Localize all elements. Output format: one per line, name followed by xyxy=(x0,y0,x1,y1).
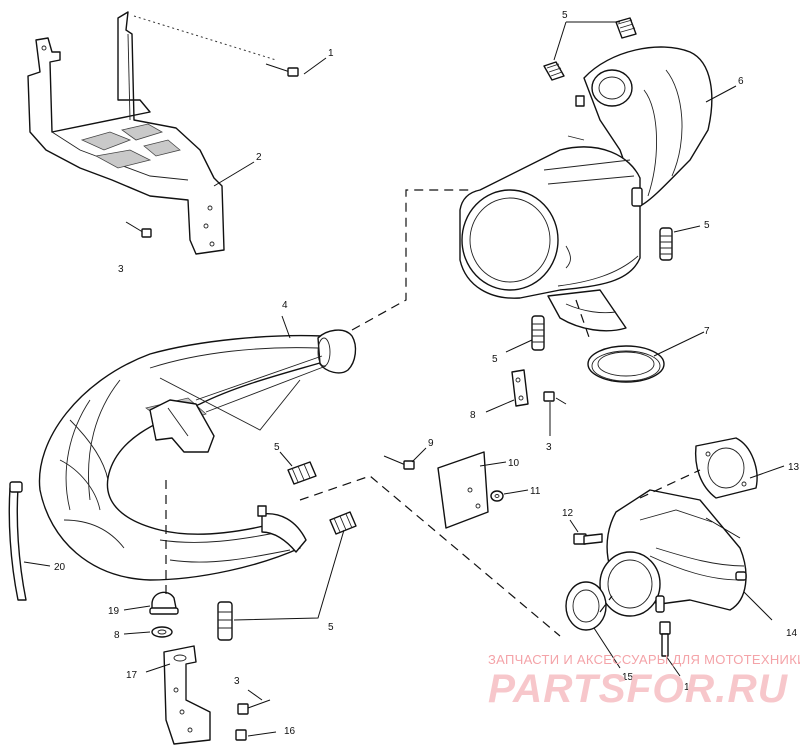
spring-pipe-3 xyxy=(217,601,233,641)
spring-right xyxy=(659,225,701,261)
bolt-3-left xyxy=(125,221,152,238)
watermark: ЗАПЧАСТИ И АКСЕССУАРЫ ДЛЯ МОТОТЕХНИКИ PA… xyxy=(488,652,800,711)
watermark-tagline: ЗАПЧАСТИ И АКСЕССУАРЫ ДЛЯ МОТОТЕХНИКИ xyxy=(488,652,800,667)
watermark-brand: PARTSFOR.RU xyxy=(488,667,788,711)
callout-10: 10 xyxy=(508,458,520,469)
callout-labels: 1 2 3 4 5 6 5 5 7 8 3 9 5 10 11 13 12 20… xyxy=(54,10,800,737)
callout-19: 19 xyxy=(108,606,120,617)
spring-top-1 xyxy=(543,61,565,81)
dash-coupler xyxy=(599,595,613,613)
gasket-13 xyxy=(694,437,785,499)
rubber-cap-19 xyxy=(123,591,179,615)
support-bracket-17 xyxy=(145,645,211,745)
heat-shield-plate xyxy=(437,451,507,529)
callout-12-upper: 12 xyxy=(562,508,574,519)
muffler xyxy=(459,46,713,332)
washer-18 xyxy=(123,626,173,638)
bolt-12-lower xyxy=(659,621,681,677)
spring-top-2 xyxy=(615,17,637,39)
dash-pipe-to-manifold xyxy=(299,475,561,637)
coupler-15 xyxy=(565,581,621,669)
dash-manifold-to-gasket xyxy=(639,469,701,499)
callout-11: 11 xyxy=(530,486,541,497)
callout-13: 13 xyxy=(788,462,800,473)
callout-7: 7 xyxy=(704,326,710,337)
callout-3-mid: 3 xyxy=(546,442,552,453)
callout-5-mid: 5 xyxy=(492,354,498,365)
callout-8-lower: 8 xyxy=(114,630,120,641)
dash-pipe-to-muffler xyxy=(351,189,470,331)
dash-muffler-to-gasket xyxy=(575,299,591,341)
spring-pipe-2 xyxy=(329,511,357,535)
callout-17: 17 xyxy=(126,670,138,681)
callout-9: 9 xyxy=(428,438,434,449)
callout-5-right: 5 xyxy=(704,220,710,231)
spring-mid xyxy=(505,315,545,353)
bolt-3-lower xyxy=(237,689,271,715)
callout-1: 1 xyxy=(328,48,334,59)
callout-4: 4 xyxy=(282,300,288,311)
bolt-9 xyxy=(383,455,415,470)
callout-2: 2 xyxy=(256,152,262,163)
callout-8-mid: 8 xyxy=(470,410,476,421)
callout-20: 20 xyxy=(54,562,66,573)
bracket-8 xyxy=(485,369,529,413)
gasket xyxy=(587,331,705,383)
callout-5-pipe: 5 xyxy=(274,442,280,453)
bolt-16 xyxy=(235,729,277,741)
bolt-12-upper xyxy=(569,519,603,545)
callout-5-top: 5 xyxy=(562,10,568,21)
washer-11 xyxy=(490,489,529,502)
callout-3-left: 3 xyxy=(118,264,124,275)
spring-pipe-1 xyxy=(279,451,317,485)
callout-16: 16 xyxy=(284,726,296,737)
bolt-3-middle xyxy=(543,391,567,436)
bolt-1 xyxy=(265,63,299,77)
callout-6: 6 xyxy=(738,76,744,87)
expansion-pipe xyxy=(38,315,357,581)
mounting-bracket xyxy=(27,11,277,255)
exhaust-manifold xyxy=(599,489,773,621)
callout-15: 15 xyxy=(622,672,634,683)
callout-12-lower: 12 xyxy=(684,682,696,693)
callout-3-lower: 3 xyxy=(234,676,240,687)
callout-14: 14 xyxy=(786,628,798,639)
rubber-strap xyxy=(8,481,51,601)
callout-5-lower: 5 xyxy=(328,622,334,633)
